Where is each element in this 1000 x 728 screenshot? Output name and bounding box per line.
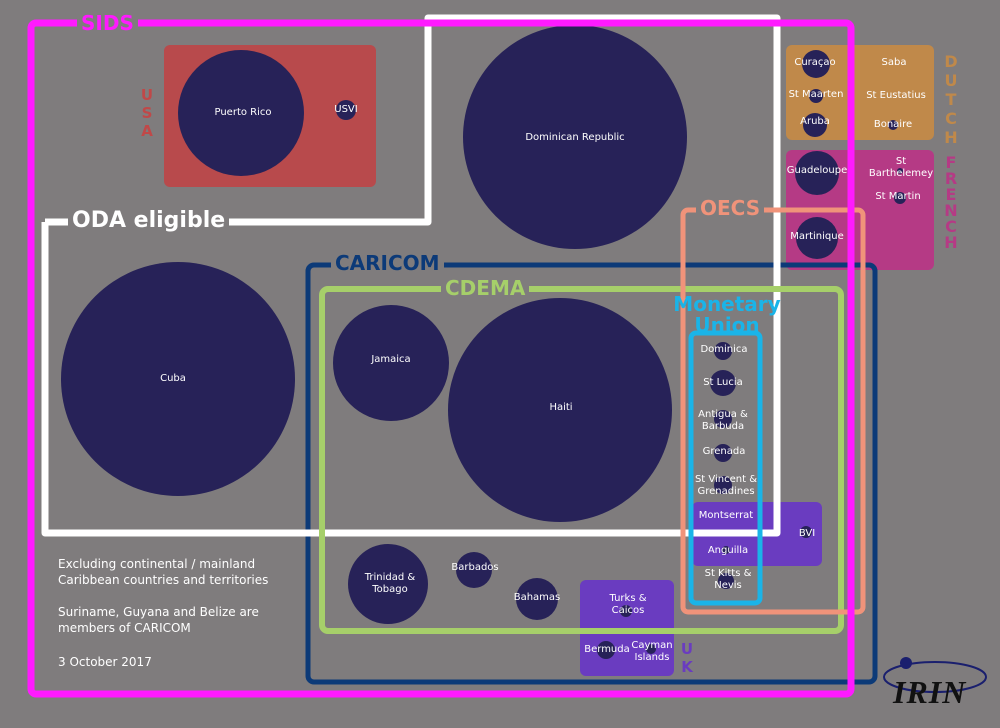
circle-martinique bbox=[796, 217, 838, 259]
label-martinique: Martinique bbox=[790, 231, 844, 242]
monetary-label: Monetary Union bbox=[673, 292, 781, 337]
label-saba: Saba bbox=[881, 57, 907, 68]
label-dominican-republic: Dominican Republic bbox=[525, 132, 625, 143]
label-st-barthelemey: St Barthelemey bbox=[868, 156, 934, 179]
note-excluding: Excluding continental / mainland Caribbe… bbox=[58, 557, 269, 587]
circle-st-vincent bbox=[714, 476, 732, 494]
circle-st-martin bbox=[894, 192, 906, 204]
label-trinidad: Trinidad & Tobago bbox=[364, 572, 416, 595]
cdema-label: CDEMA bbox=[441, 278, 530, 298]
label-st-lucia: St Lucia bbox=[703, 377, 743, 388]
circle-barbados bbox=[456, 552, 492, 588]
irin-logo-text: IRIN bbox=[893, 674, 967, 710]
circle-trinidad bbox=[348, 544, 428, 624]
circle-turks bbox=[620, 605, 632, 617]
monetary-outline bbox=[688, 330, 763, 606]
label-aruba: Aruba bbox=[800, 116, 830, 127]
label-antigua: Antigua & Barbuda bbox=[698, 409, 748, 432]
circle-jamaica bbox=[333, 305, 449, 421]
label-bermuda: Bermuda bbox=[584, 644, 630, 655]
circle-dominica bbox=[714, 342, 732, 360]
label-cayman: Cayman Islands bbox=[631, 640, 673, 663]
label-st-maarten: St Maarten bbox=[788, 89, 844, 100]
caricom-label: CARICOM bbox=[331, 253, 444, 273]
label-jamaica: Jamaica bbox=[371, 354, 411, 365]
label-montserrat: Montserrat bbox=[698, 510, 754, 521]
uk-label: UK bbox=[680, 640, 694, 676]
label-st-martin: St Martin bbox=[875, 191, 921, 202]
caricom-outline bbox=[305, 262, 878, 685]
circle-st-barthelemey bbox=[897, 168, 903, 174]
oecs-label: OECS bbox=[696, 198, 765, 218]
circle-grenada bbox=[714, 444, 732, 462]
note-caricom-members: Suriname, Guyana and Belize are members … bbox=[58, 605, 259, 635]
oda-outline bbox=[41, 14, 781, 537]
label-grenada: Grenada bbox=[702, 446, 746, 457]
circle-aruba bbox=[803, 113, 827, 137]
oda-label: ODA eligible bbox=[68, 210, 230, 232]
label-st-vincent: St Vincent & Grenadines bbox=[694, 474, 758, 497]
circle-haiti bbox=[448, 298, 672, 522]
circle-bahamas bbox=[516, 578, 558, 620]
note-date: 3 October 2017 bbox=[58, 655, 152, 669]
label-bvi: BVI bbox=[798, 528, 816, 539]
circle-cuba bbox=[61, 262, 295, 496]
cdema-outline bbox=[319, 286, 844, 634]
usa-label: USA bbox=[140, 86, 154, 140]
dutch-label: DUTCH bbox=[944, 52, 958, 147]
french-label: FRENCH bbox=[944, 153, 958, 252]
label-curacao: Curaçao bbox=[794, 57, 836, 68]
label-guadeloupe: Guadeloupe bbox=[786, 165, 848, 176]
label-turks: Turks & Caicos bbox=[609, 593, 647, 616]
circle-st-kitts bbox=[718, 573, 734, 589]
label-usvi: USVI bbox=[334, 104, 358, 115]
label-st-kitts: St Kitts & Nevis bbox=[704, 568, 752, 591]
circle-puerto-rico bbox=[178, 50, 304, 176]
label-anguilla: Anguilla bbox=[707, 545, 749, 556]
label-cuba: Cuba bbox=[160, 373, 186, 384]
circle-curacao bbox=[802, 50, 830, 78]
circle-st-lucia bbox=[710, 370, 736, 396]
label-st-eustatius: St Eustatius bbox=[866, 90, 926, 101]
oecs-outline bbox=[680, 207, 866, 615]
circle-anguilla bbox=[722, 546, 730, 554]
circle-st-maarten bbox=[809, 89, 823, 103]
label-puerto-rico: Puerto Rico bbox=[214, 107, 272, 118]
label-barbados: Barbados bbox=[451, 562, 499, 573]
sids-label: SIDS bbox=[77, 13, 138, 33]
circle-cayman bbox=[646, 644, 656, 654]
irin-logo bbox=[883, 657, 987, 693]
circle-bonaire bbox=[888, 120, 898, 130]
circle-dominican-republic bbox=[463, 25, 687, 249]
circle-bvi bbox=[800, 526, 812, 538]
circle-bermuda bbox=[597, 641, 615, 659]
label-dominica: Dominica bbox=[700, 344, 748, 355]
circle-antigua bbox=[714, 410, 732, 428]
sids-outline bbox=[27, 19, 855, 698]
label-haiti: Haiti bbox=[549, 402, 573, 413]
label-bonaire: Bonaire bbox=[873, 119, 913, 130]
circle-guadeloupe bbox=[795, 151, 839, 195]
label-bahamas: Bahamas bbox=[513, 592, 561, 603]
circle-usvi bbox=[336, 100, 356, 120]
